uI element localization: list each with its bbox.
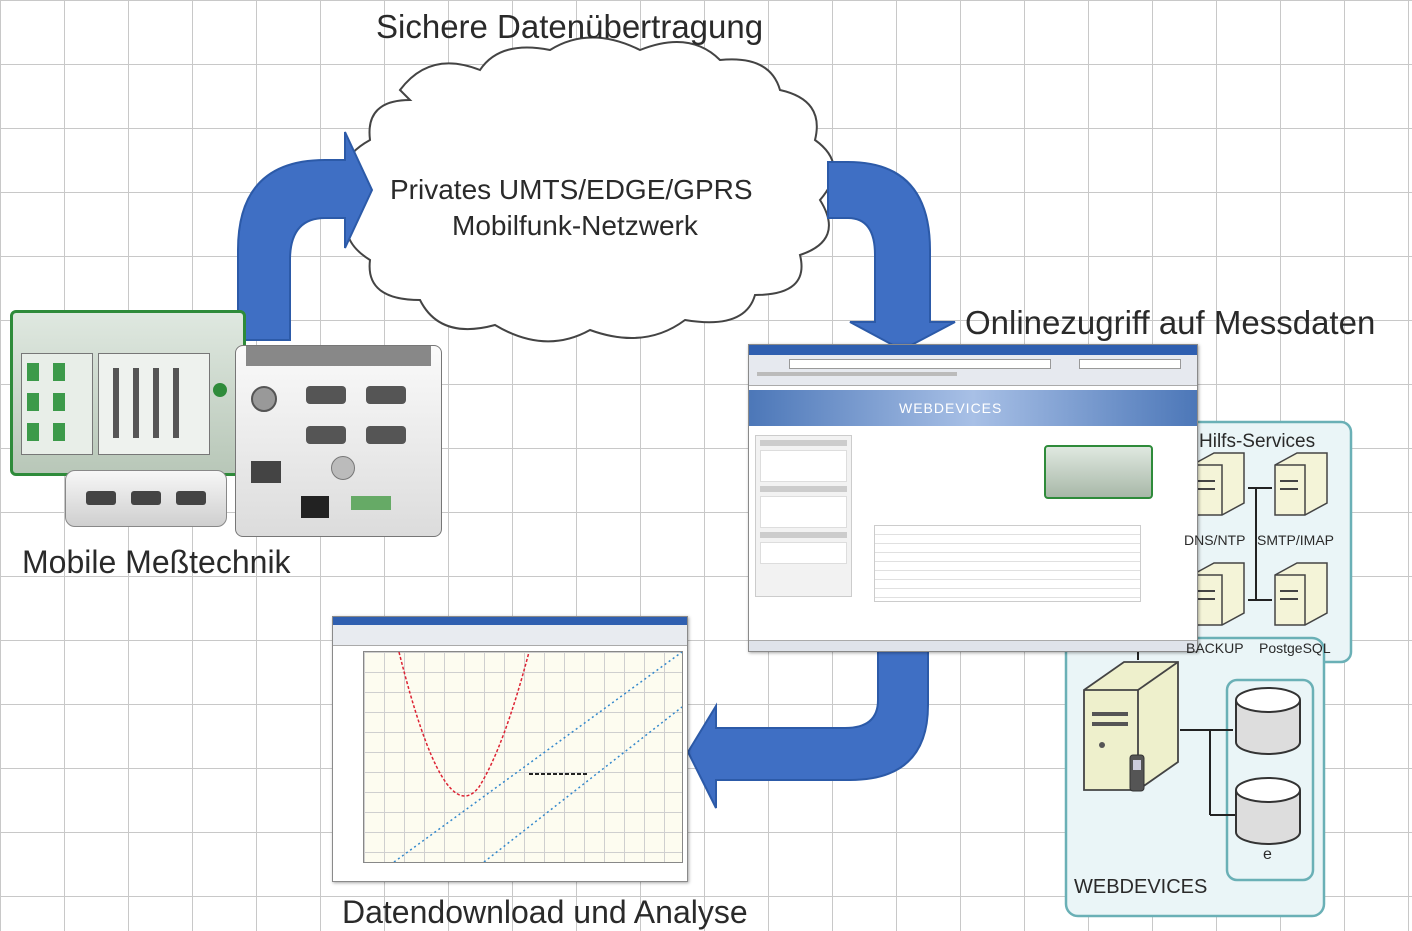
window-titlebar [333, 617, 687, 625]
database-label: e [1263, 846, 1272, 863]
cloud-label-line1: Privates UMTS/EDGE/GPRS [390, 174, 753, 205]
database-icon [1235, 777, 1301, 845]
portal-table [874, 525, 1141, 602]
portal-banner-logo: WEBDEVICES [899, 400, 1003, 416]
postgresql-label: PostgeSQL [1259, 640, 1331, 656]
download-analysis-label: Datendownload und Analyse [342, 894, 748, 930]
cloud-label-line2: Mobilfunk-Netzwerk [452, 210, 698, 241]
main-server-icon [1083, 661, 1179, 792]
mobile-measurement-label: Mobile Meßtechnik [22, 544, 291, 580]
window-statusbar [749, 640, 1197, 651]
cloud-title: Sichere Datenübertragung [376, 8, 764, 45]
analysis-window [332, 616, 688, 882]
measurement-devices-image [10, 305, 442, 540]
webdevices-label: WEBDEVICES [1074, 876, 1208, 898]
server-icon [1274, 452, 1328, 516]
window-titlebar [749, 345, 1197, 355]
backup-label: BACKUP [1186, 640, 1244, 656]
portal-device-photo [1044, 445, 1153, 499]
dns-ntp-label: DNS/NTP [1184, 532, 1246, 548]
toolbar [333, 625, 687, 646]
portal-sidebar [755, 435, 852, 597]
online-access-label: Onlinezugriff auf Messdaten [965, 304, 1376, 341]
arrow-upload [237, 131, 374, 341]
smtp-imap-label: SMTP/IMAP [1257, 532, 1335, 548]
small-device [65, 470, 227, 527]
arrow-online [827, 161, 956, 352]
web-portal-window: WEBDEVICES [748, 344, 1198, 652]
portal-banner: WEBDEVICES [749, 390, 1197, 426]
database-icon [1235, 687, 1301, 755]
hilfs-services-label: Hilfs-Services [1199, 431, 1316, 452]
arrow-download [686, 649, 929, 809]
server-icon [1274, 562, 1328, 626]
rack-device [10, 310, 246, 476]
plot-area [363, 651, 683, 863]
analysis-plot [393, 652, 682, 862]
cloud-shape [343, 36, 835, 343]
modem-device [235, 345, 442, 537]
server-icon [1191, 562, 1245, 626]
address-bar [749, 355, 1197, 386]
server-icon [1191, 452, 1245, 516]
